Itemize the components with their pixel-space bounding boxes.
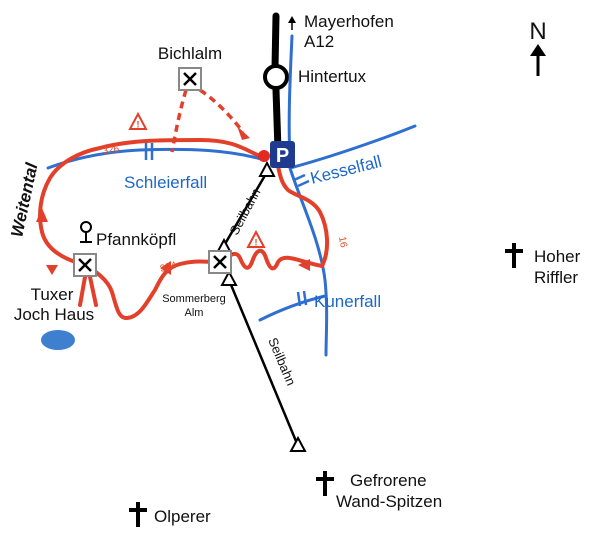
summit-icon-pfannkoepfl	[80, 221, 92, 243]
label-tuxer-line1: Tuxer	[31, 285, 74, 304]
trail-arrow-bichlalm	[237, 126, 250, 140]
label-sommerberg-line2: Alm	[185, 307, 204, 319]
direction-arrow-icon	[288, 16, 296, 30]
start-point-marker	[258, 150, 270, 162]
warning-icon-lower: !	[246, 229, 266, 248]
label-gefrorene-line1: Gefrorene	[350, 471, 427, 490]
trail-arrow-weitental	[36, 208, 48, 222]
trail-tuxer-stub	[78, 275, 98, 307]
kesselfall-mark	[293, 173, 306, 182]
parking-symbol: P	[276, 145, 289, 167]
warning-icons: ! !	[128, 111, 266, 248]
waterfall-marks	[144, 143, 310, 307]
peak-crosses	[129, 243, 523, 527]
label-bichlalm: Bichlalm	[158, 44, 222, 63]
label-a12: A12	[304, 32, 334, 51]
label-seilbahn-upper: Seilbahn	[226, 186, 263, 238]
trail-arrow-tuxer	[46, 265, 58, 275]
label-mayerhofen: Mayerhofen	[304, 12, 394, 31]
label-weitental: Weitental	[7, 160, 41, 239]
label-trail-326: 326	[102, 144, 120, 157]
seilbahn-upper-line	[223, 171, 269, 245]
label-schleierfall: Schleierfall	[124, 173, 207, 192]
hintertux-town-marker	[263, 64, 289, 90]
trail-16	[276, 164, 329, 268]
river-kunerfall	[258, 294, 327, 322]
main-road	[271, 12, 282, 154]
seilbahn-lower-line	[227, 279, 300, 447]
trail-324	[80, 259, 222, 320]
trail-324-wiggle	[218, 248, 324, 271]
label-kunerfall: Kunerfall	[314, 292, 381, 311]
cable-car-stations	[215, 160, 307, 452]
label-trail-324: 324	[159, 260, 178, 275]
cable-cars	[223, 171, 300, 447]
label-pfannkoepfl: Pfannköpfl	[96, 230, 176, 249]
lake	[41, 330, 75, 350]
label-sommerberg-line1: Sommerberg	[162, 293, 226, 305]
river-schleierfall	[46, 147, 267, 170]
station-bottom	[289, 435, 307, 452]
kunerfall-mark	[296, 291, 302, 307]
restaurant-icon-tuxer	[73, 253, 97, 277]
station-top	[258, 160, 276, 177]
label-olperer: Olperer	[154, 507, 211, 526]
cross-icon-hoher-riffler	[505, 243, 523, 268]
restaurant-icon-sommerberg	[208, 250, 232, 274]
trails	[38, 138, 329, 320]
trail-arrow-324	[160, 261, 171, 275]
trail-arrow-16	[298, 259, 310, 271]
trail-bichlalm-dashed	[170, 88, 245, 153]
restaurant-icon-bichlalm	[178, 67, 202, 91]
trail-arrows	[36, 208, 310, 275]
svg-text:!: !	[137, 120, 140, 130]
label-trail-16: 16	[336, 236, 349, 249]
label-hoher-line2: Riffler	[534, 268, 578, 287]
cross-icon-gefrorene	[316, 471, 334, 496]
trail-326	[38, 138, 264, 266]
cross-icon-olperer	[129, 502, 147, 527]
svg-text:!: !	[255, 238, 258, 248]
station-mid-lower	[220, 269, 238, 286]
north-arrow-icon	[530, 44, 546, 76]
river-kesselfall	[288, 124, 417, 170]
north-letter: N	[529, 18, 546, 45]
parking-icon	[270, 141, 295, 168]
label-kesselfall: Kesselfall	[308, 152, 383, 188]
label-tuxer-line2: Joch Haus	[14, 305, 94, 324]
restaurant-icons	[73, 67, 232, 277]
warning-icon-upper: !	[128, 111, 148, 130]
label-hoher-line1: Hoher	[534, 247, 581, 266]
label-hintertux: Hintertux	[298, 67, 367, 86]
label-gefrorene-line2: Wand-Spitzen	[336, 492, 442, 511]
